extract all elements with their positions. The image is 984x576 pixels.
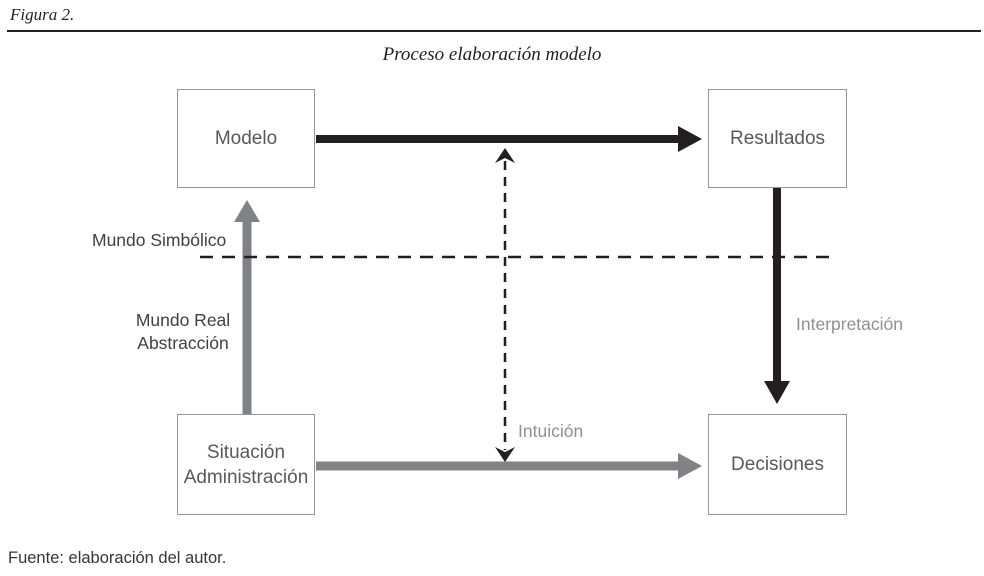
arrow-situacion-modelo-head xyxy=(234,200,260,222)
label-mundo-real-line2: Abstracción xyxy=(137,333,229,353)
label-mundo-real-abstraccion: Mundo Real Abstracción xyxy=(123,309,243,355)
source-note: Fuente: elaboración del autor. xyxy=(8,549,227,567)
node-decisiones-label: Decisiones xyxy=(731,454,824,475)
arrow-resultados-decisiones-head xyxy=(764,381,790,404)
node-resultados-label: Resultados xyxy=(729,128,826,149)
intuicion-arrow-head-down xyxy=(495,447,515,462)
node-resultados: Resultados xyxy=(708,89,847,188)
label-mundo-simbolico: Mundo Simbólico xyxy=(92,230,227,250)
arrow-modelo-resultados-head xyxy=(678,126,702,152)
node-situacion-administracion: Situación Administración xyxy=(177,414,315,515)
label-intuicion: Intuición xyxy=(518,421,584,441)
arrow-situacion-decisiones-head xyxy=(678,453,702,479)
node-situacion-label-line2: Administración xyxy=(183,466,309,488)
node-situacion-label-line1: Situación xyxy=(206,441,286,463)
node-modelo-label: Modelo xyxy=(214,128,278,149)
label-interpretacion: Interpretación xyxy=(796,314,904,334)
figure-title: Proceso elaboración modelo xyxy=(382,44,602,65)
node-decisiones: Decisiones xyxy=(708,414,847,515)
node-modelo: Modelo xyxy=(177,89,315,188)
intuicion-arrow-head-up xyxy=(495,148,515,163)
figure-label: Figura 2. xyxy=(10,5,75,24)
header-rule xyxy=(7,30,981,32)
label-mundo-real-line1: Mundo Real xyxy=(135,310,231,330)
